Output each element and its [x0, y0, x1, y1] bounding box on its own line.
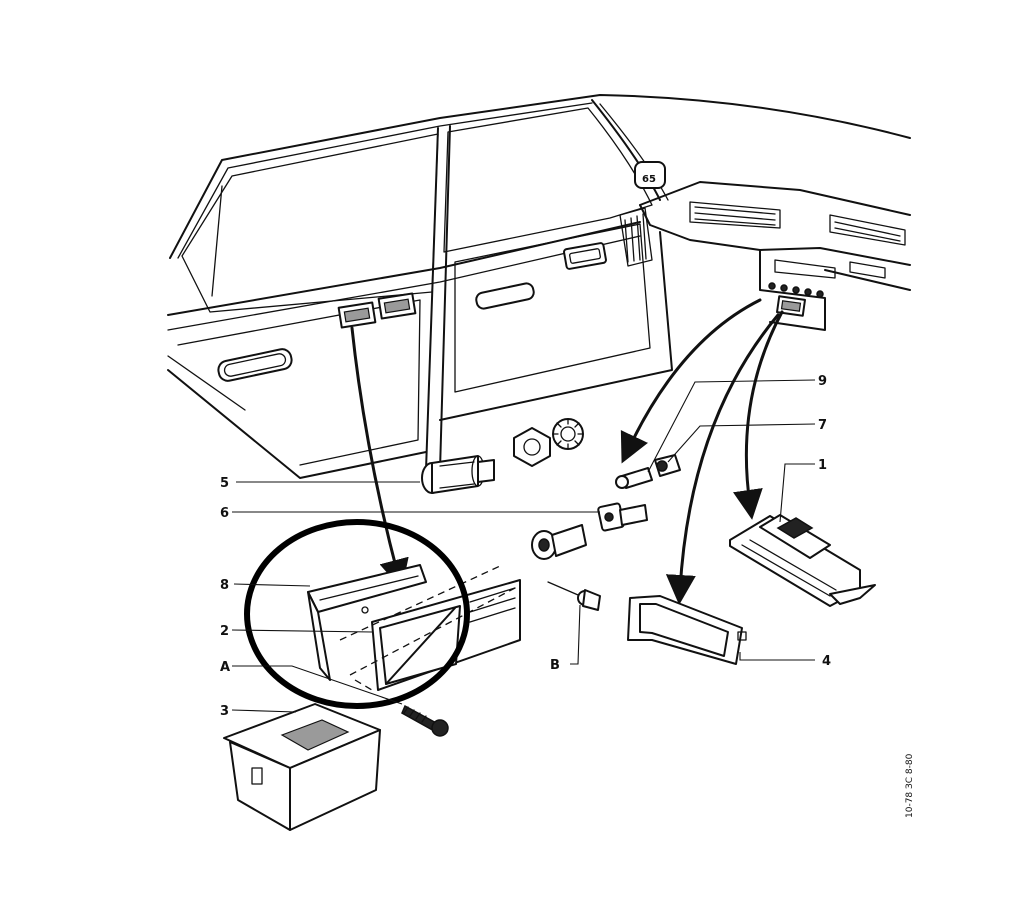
- part-8-frame: [307, 564, 427, 681]
- assembly-arrows: [350, 298, 784, 605]
- svg-text:65: 65: [642, 174, 656, 185]
- side-reference-code: 10-78 ЗС 8-80: [905, 753, 915, 818]
- part-1-lamp-unit: [729, 514, 876, 607]
- highlight-circle: [244, 519, 470, 709]
- part-6-socket: [597, 502, 648, 532]
- callout-6: 6: [220, 506, 229, 521]
- callout-2: 2: [220, 624, 229, 639]
- callout-8: 8: [220, 578, 229, 593]
- leader-lines: [231, 379, 816, 713]
- callout-3: 3: [220, 704, 229, 719]
- callout-4: 4: [822, 654, 831, 669]
- callout-5: 5: [220, 476, 229, 491]
- part-B-clip: [547, 581, 601, 611]
- callout-A: A: [220, 660, 230, 675]
- part-A-screw: [401, 704, 449, 737]
- part-9-bulb: [615, 467, 653, 489]
- part-5-bulb-holder: [421, 455, 495, 494]
- callout-1: 1: [818, 458, 827, 473]
- grommet: [531, 524, 587, 560]
- hex-nut: [513, 427, 551, 467]
- callout-B: B: [550, 658, 560, 673]
- star-washer: [552, 418, 584, 450]
- callout-9: 9: [818, 374, 827, 389]
- part-2-switch: [339, 565, 521, 691]
- callout-7: 7: [818, 418, 827, 433]
- part-3-switch-housing: [223, 703, 381, 831]
- car-body-illustration: 65: [167, 94, 911, 479]
- part-7-socket: [654, 454, 681, 477]
- part-4-bezel: [627, 595, 747, 665]
- dashboard-illustration: [639, 181, 911, 331]
